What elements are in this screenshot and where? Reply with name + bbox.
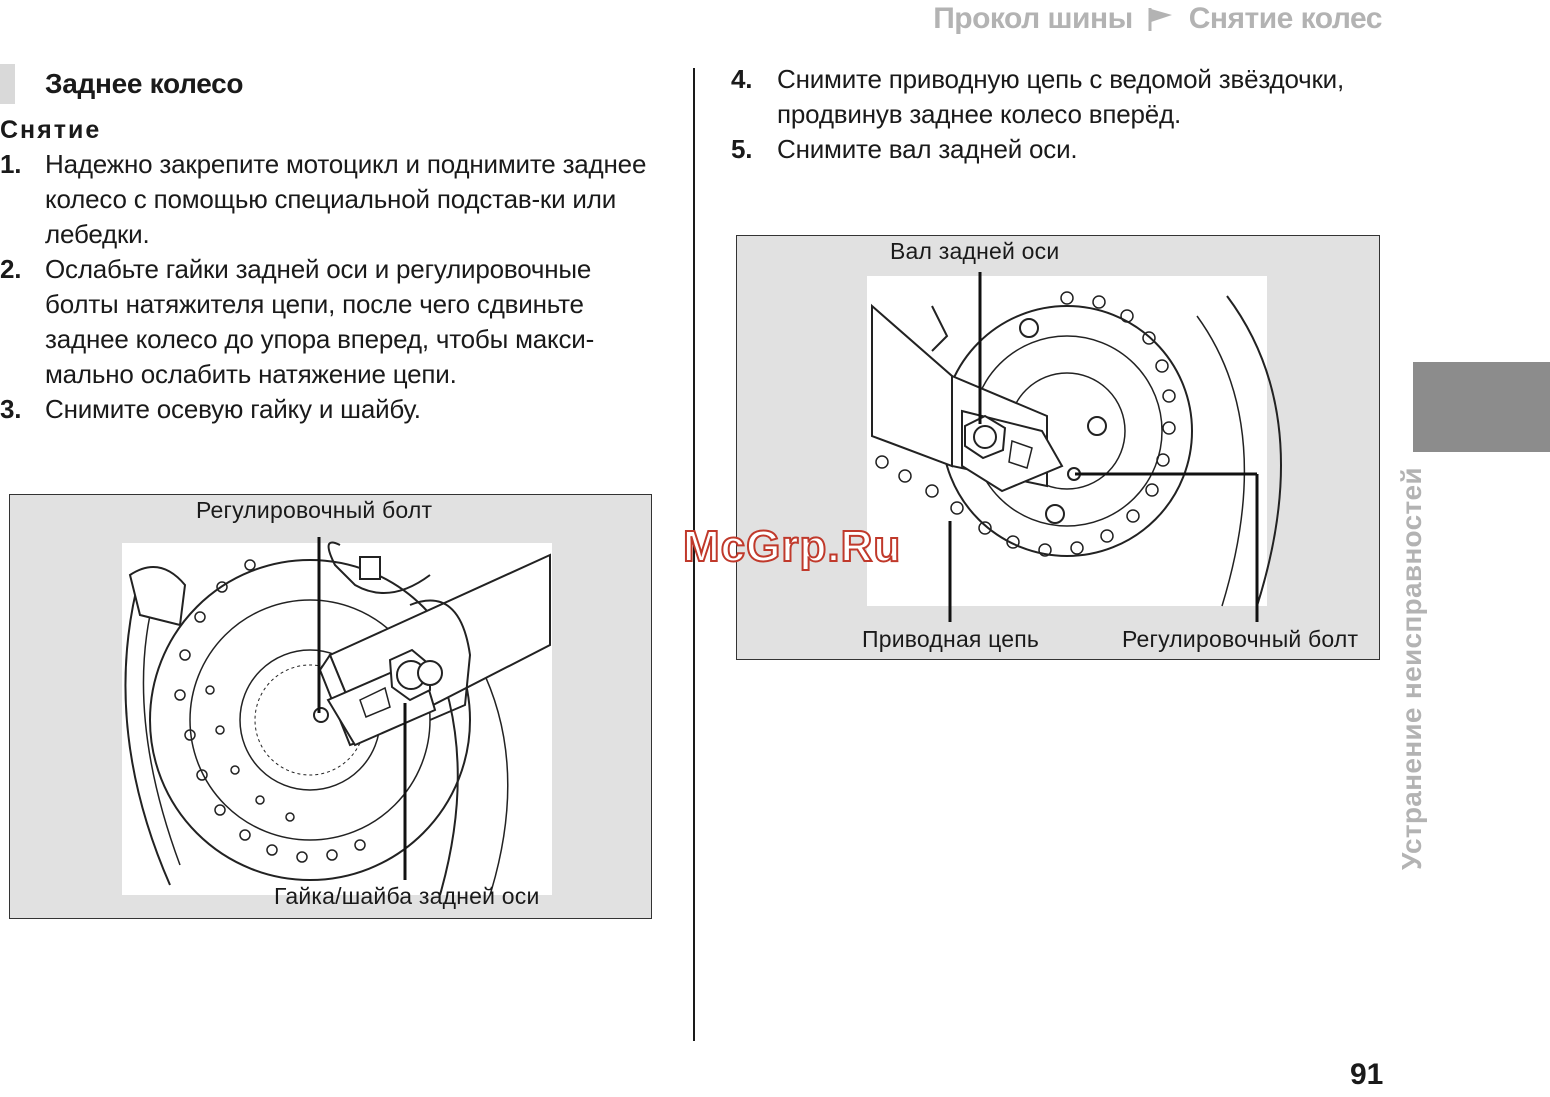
flag-arrow-icon (1148, 8, 1172, 31)
chapter-tab-label: Устранение неисправностей (1396, 467, 1427, 870)
step-text: Снимите осевую гайку и шайбу. (45, 394, 421, 424)
step-item: 5. Снимите вал задней оси. (731, 132, 1391, 167)
axle-nut-illustration (122, 537, 552, 896)
label-drive-chain: Приводная цепь (862, 626, 1040, 652)
section-subtitle: Снятие (0, 116, 102, 144)
step-text: Снимите вал задней оси. (777, 134, 1078, 164)
section-marker (0, 64, 15, 104)
watermark: McGrp.Ru (682, 521, 902, 572)
step-item: 1. Надежно закрепите мотоцикл и поднимит… (0, 147, 665, 252)
label-adjusting-bolt: Регулировочный болт (1122, 626, 1359, 652)
steps-list-right: 4. Снимите приводную цепь с ведомой звёз… (731, 62, 1391, 167)
step-item: 2. Ослабьте гайки задней оси и регулиров… (0, 252, 665, 392)
step-item: 3. Снимите осевую гайку и шайбу. (0, 392, 665, 427)
chapter-tab-marker (1413, 362, 1550, 452)
steps-list-left: 1. Надежно закрепите мотоцикл и поднимит… (0, 147, 665, 427)
label-adjusting-bolt: Регулировочный болт (196, 497, 433, 523)
step-text: Ослабьте гайки задней оси и регулировочн… (45, 254, 595, 389)
step-number: 1. (0, 149, 22, 179)
step-number: 2. (0, 254, 22, 284)
step-item: 4. Снимите приводную цепь с ведомой звёз… (731, 62, 1391, 132)
breadcrumb-item-wheel-removal: Снятие колес (1188, 2, 1383, 35)
page-number: 91 (1350, 1058, 1384, 1091)
step-text: Снимите приводную цепь с ведомой звёздоч… (777, 64, 1345, 129)
step-text: Надежно закрепите мотоцикл и поднимите з… (45, 149, 647, 249)
step-number: 4. (731, 64, 753, 94)
column-divider (693, 68, 695, 1041)
breadcrumb-item-tire-puncture: Прокол шины (933, 2, 1133, 35)
figure-rear-wheel-axle: Регулировочный болт Гайка/шайба задней о… (9, 494, 652, 919)
step-number: 5. (731, 134, 753, 164)
label-axle-nut-washer: Гайка/шайба задней оси (274, 883, 540, 909)
breadcrumb: Прокол шины Снятие колес (933, 0, 1382, 38)
section-title: Заднее колесо (45, 68, 244, 99)
label-rear-axle-shaft: Вал задней оси (890, 238, 1060, 264)
step-number: 3. (0, 394, 22, 424)
rear-axle-chain-illustration (867, 272, 1282, 622)
figure-rear-axle-chain: Вал задней оси Приводная цепь Регулирово… (736, 235, 1380, 660)
